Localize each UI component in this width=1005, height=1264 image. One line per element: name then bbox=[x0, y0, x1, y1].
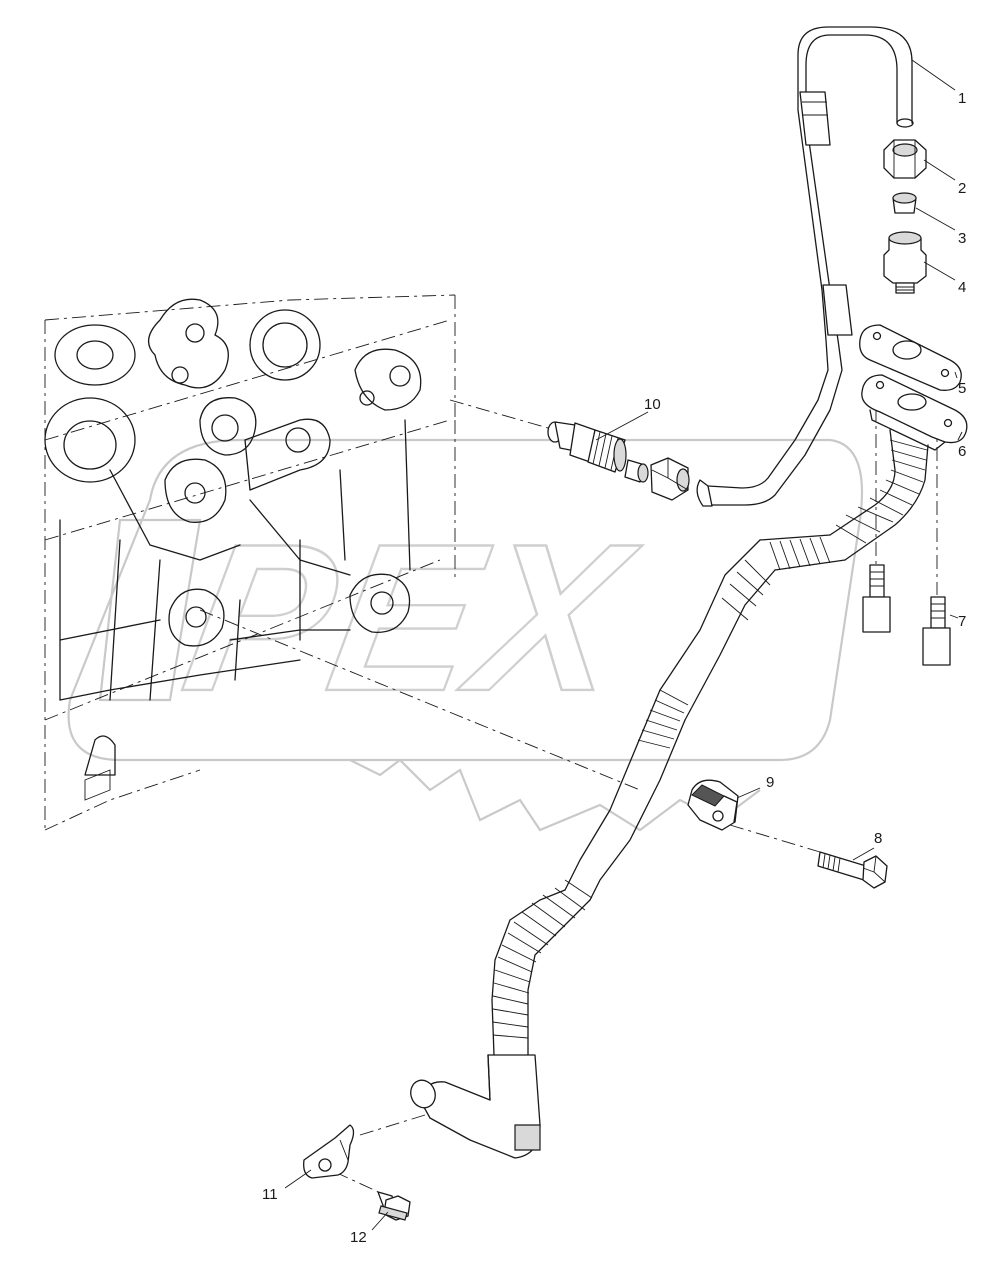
callout-8: 8 bbox=[874, 830, 882, 847]
callout-7: 7 bbox=[958, 613, 966, 630]
centerlines bbox=[199, 380, 938, 1196]
callout-12: 12 bbox=[350, 1229, 367, 1246]
part-5-gasket bbox=[859, 324, 962, 391]
watermark-logo: PEX bbox=[67, 438, 864, 832]
part-2-nut bbox=[883, 139, 927, 179]
callout-1: 1 bbox=[958, 90, 966, 107]
callout-2: 2 bbox=[958, 180, 966, 197]
callout-10: 10 bbox=[644, 396, 661, 413]
part-6-drain-hose bbox=[410, 374, 968, 1159]
callout-3: 3 bbox=[958, 230, 966, 247]
part-8-bolt bbox=[817, 851, 888, 889]
callout-6: 6 bbox=[958, 443, 966, 460]
part-1-oil-tube bbox=[696, 26, 914, 507]
callout-9: 9 bbox=[766, 774, 774, 791]
leader-lines bbox=[284, 59, 963, 1231]
engine-block bbox=[44, 294, 456, 831]
callout-5: 5 bbox=[958, 380, 966, 397]
part-11-bracket bbox=[303, 1124, 355, 1179]
part-3-sleeve bbox=[892, 192, 917, 214]
part-10-union bbox=[547, 421, 690, 501]
part-4-adapter bbox=[883, 231, 927, 294]
part-9-clip bbox=[687, 779, 739, 831]
callout-4: 4 bbox=[958, 279, 966, 296]
part-12-bolt bbox=[377, 1191, 411, 1221]
callout-labels: 1 2 3 4 5 6 7 8 9 10 11 12 bbox=[262, 90, 966, 1246]
part-7-studs bbox=[862, 564, 951, 666]
callout-11: 11 bbox=[262, 1186, 278, 1203]
watermark-text: PEX bbox=[170, 499, 650, 734]
